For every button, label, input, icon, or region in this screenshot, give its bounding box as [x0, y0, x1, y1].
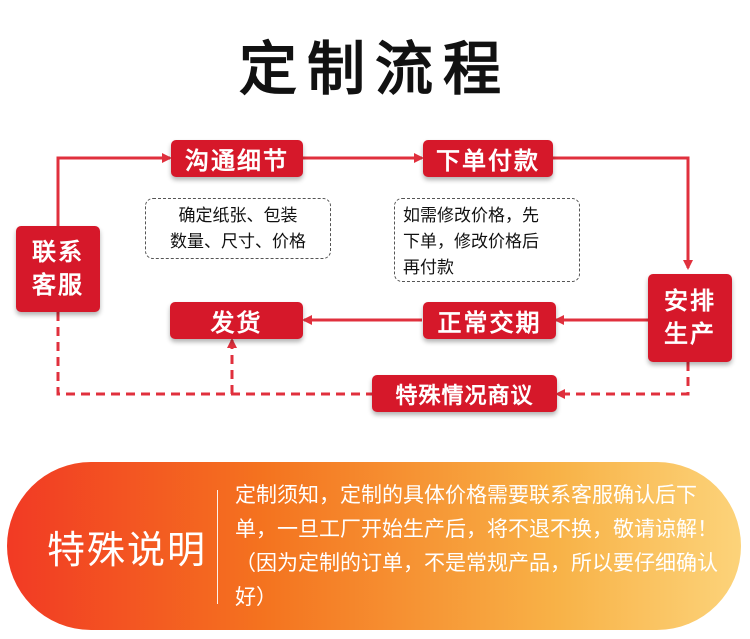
node-communicate-details: 沟通细节: [171, 140, 303, 177]
arrow-contact-to-communicate: [56, 153, 172, 228]
special-notes-banner: 特殊说明 定制须知，定制的具体价格需要联系客服确认后下单，一旦工厂开始生产后，将…: [7, 462, 741, 630]
arrow-produce-to-special: [555, 362, 690, 399]
node-arrange-production: 安排 生产: [648, 274, 732, 362]
arrow-order-to-produce: [553, 156, 693, 270]
banner-divider: [217, 490, 218, 604]
note-order-payment: 如需修改价格，先 下单，修改价格后 再付款: [394, 198, 580, 282]
node-contact-service: 联系 客服: [16, 226, 100, 312]
flow-connectors: [56, 153, 693, 399]
page-title: 定制流程: [238, 35, 511, 103]
note-communicate-details: 确定纸张、包装 数量、尺寸、价格: [145, 198, 331, 259]
node-normal-delivery-date: 正常交期: [423, 302, 556, 339]
banner-text: 定制须知，定制的具体价格需要联系客服确认后下单，一旦工厂开始生产后，将不退不换，…: [235, 483, 718, 609]
node-special-negotiation: 特殊情况商议: [372, 375, 557, 412]
node-order-payment: 下单付款: [423, 140, 553, 177]
line-contact-to-special: [56, 312, 372, 396]
banner-title: 特殊说明: [47, 527, 208, 572]
node-ship: 发货: [170, 302, 303, 339]
